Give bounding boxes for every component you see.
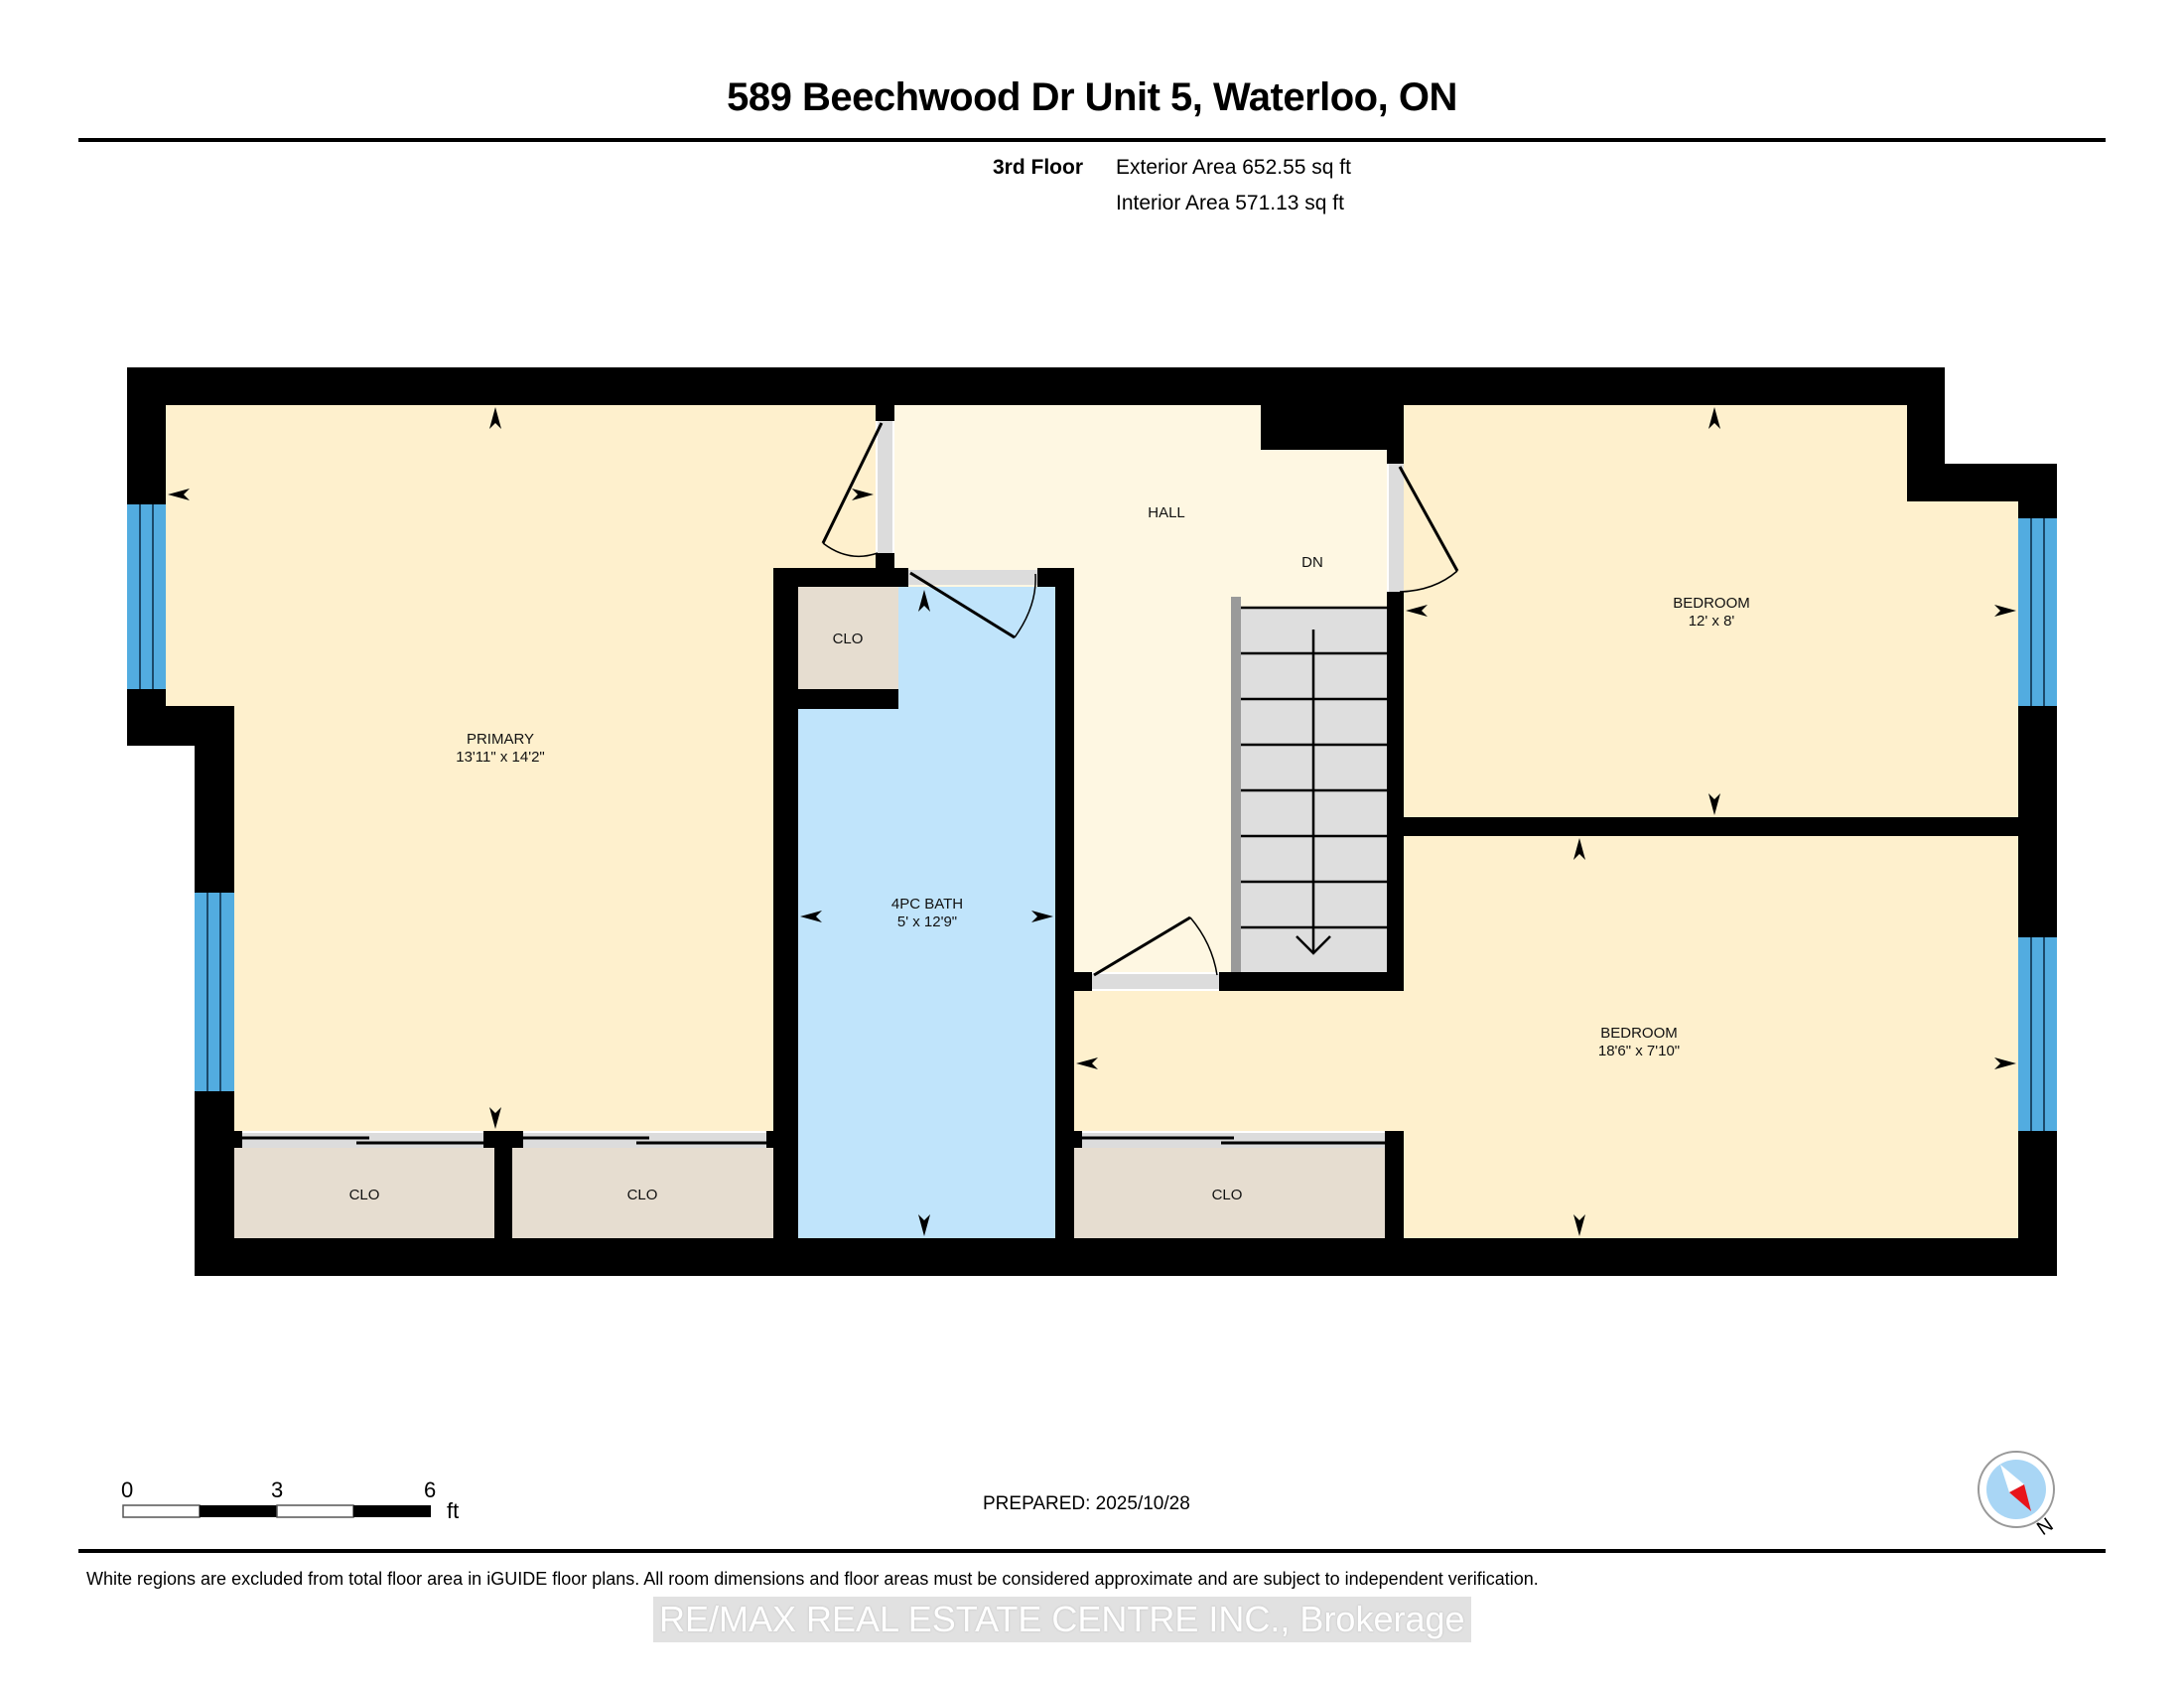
closet-bedroom-2: [1074, 1148, 1385, 1238]
room-fills: [166, 405, 2018, 1238]
stairs-dn-label: DN: [1301, 554, 1323, 571]
closet-label: CLO: [1212, 1187, 1243, 1203]
bath-dims: 5' x 12'9": [897, 914, 957, 930]
window-primary-lower: [195, 893, 234, 1091]
closet-bath: [798, 587, 898, 689]
scale-tick-3: 3: [271, 1477, 283, 1502]
staircase: [1231, 597, 1387, 972]
scale-unit: ft: [447, 1498, 459, 1523]
bedroom-1-dims: 12' x 8': [1689, 613, 1735, 630]
closet-primary-1: [234, 1148, 494, 1238]
compass-icon: N: [1978, 1451, 2057, 1540]
bedroom-1: [1404, 405, 2018, 817]
footer-divider: [78, 1549, 2106, 1553]
door-swings: [242, 422, 1459, 1145]
bedroom-2-label: BEDROOM: [1600, 1025, 1678, 1042]
hall-label: HALL: [1148, 504, 1185, 521]
window-primary-upper: [127, 504, 166, 689]
brokerage-watermark: RE/MAX REAL ESTATE CENTRE INC., Brokerag…: [653, 1597, 1471, 1642]
bedroom-1-label: BEDROOM: [1673, 595, 1750, 612]
interior-walls: [234, 405, 2018, 1276]
bedroom-2: [1074, 836, 2018, 1238]
closet-label: CLO: [833, 631, 864, 647]
disclaimer-text: White regions are excluded from total fl…: [86, 1569, 1539, 1589]
window-bedroom-1: [2018, 518, 2057, 706]
exterior-area: Exterior Area 652.55 sq ft: [1116, 156, 1351, 179]
dimension-arrows: [168, 407, 2016, 1236]
floor-label: 3rd Floor: [993, 156, 1084, 179]
closet-label: CLO: [349, 1187, 380, 1203]
window-bedroom-2: [2018, 937, 2057, 1131]
hall: [894, 405, 1387, 972]
primary-dims: 13'11" x 14'2": [456, 749, 545, 766]
windows: [127, 504, 2057, 1131]
bedroom-2-dims: 18'6" x 7'10": [1598, 1043, 1680, 1059]
room-labels: PRIMARY 13'11" x 14'2" 4PC BATH 5' x 12'…: [349, 504, 1750, 1203]
interior-area: Interior Area 571.13 sq ft: [1116, 192, 1344, 214]
scale-tick-0: 0: [121, 1477, 133, 1502]
primary-room: [166, 405, 876, 1131]
page-title: 589 Beechwood Dr Unit 5, Waterloo, ON: [727, 75, 1457, 119]
prepared-date: PREPARED: 2025/10/28: [983, 1493, 1190, 1514]
scale-bar: 0 3 6 ft: [121, 1477, 459, 1523]
primary-label: PRIMARY: [467, 731, 534, 748]
closet-primary-2: [512, 1148, 773, 1238]
header-divider: [78, 138, 2106, 142]
closet-label: CLO: [627, 1187, 658, 1203]
bath-label: 4PC BATH: [891, 896, 963, 913]
scale-tick-6: 6: [424, 1477, 436, 1502]
